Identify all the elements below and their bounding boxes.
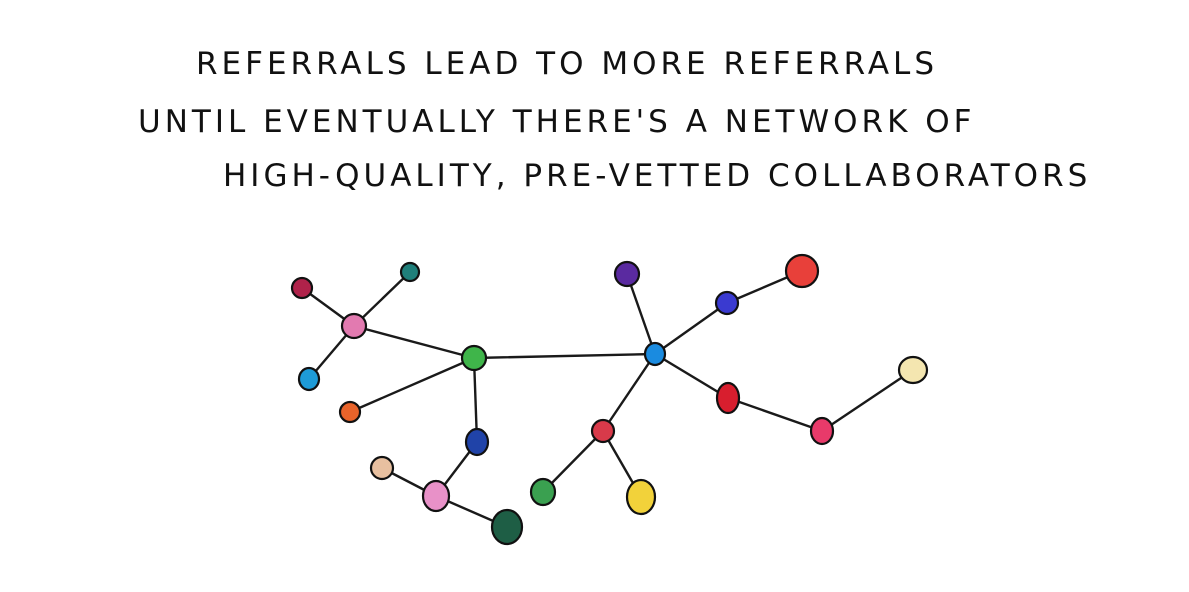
network-edge-n5-n12 [472, 352, 657, 360]
network-node-n15 [715, 381, 741, 415]
network-node-n1 [290, 276, 314, 300]
caption-line-3: high-quality, pre-vetted collaborators [223, 158, 1092, 194]
network-node-n16 [897, 355, 929, 385]
network-edge-n17-n16 [820, 368, 915, 433]
network-node-n7 [464, 427, 490, 457]
network-node-n19 [529, 477, 557, 507]
network-edge-n12-n13 [653, 301, 729, 356]
network-node-n3 [340, 312, 368, 340]
network-edges [300, 269, 915, 529]
network-node-n6 [338, 400, 362, 424]
network-node-n17 [809, 416, 835, 446]
network-node-n4 [297, 366, 321, 392]
network-node-n11 [613, 260, 641, 288]
network-edge-n12-n18 [601, 352, 657, 433]
network-node-n8 [369, 455, 395, 481]
network-node-n10 [490, 508, 524, 546]
network-node-n12 [643, 341, 667, 367]
network-edge-n15-n17 [726, 396, 824, 433]
network-node-n9 [421, 479, 451, 513]
network-node-n20 [625, 478, 657, 516]
network-node-n5 [460, 344, 488, 372]
network-node-n2 [399, 261, 421, 283]
caption-line-2: until eventually there's a network of [138, 104, 976, 140]
network-node-n18 [590, 418, 616, 444]
network-edge-n5-n6 [348, 356, 476, 414]
network-edge-n12-n15 [653, 352, 730, 400]
caption: Referrals lead to more referrals until e… [0, 0, 1189, 215]
network-nodes [290, 253, 929, 546]
network-node-n14 [784, 253, 820, 289]
network-edge-n18-n19 [541, 429, 605, 494]
network-edge-n11-n12 [625, 272, 657, 356]
network-edge-n3-n5 [352, 324, 476, 360]
caption-line-1: Referrals lead to more referrals [196, 46, 939, 82]
network-node-n13 [714, 290, 740, 316]
